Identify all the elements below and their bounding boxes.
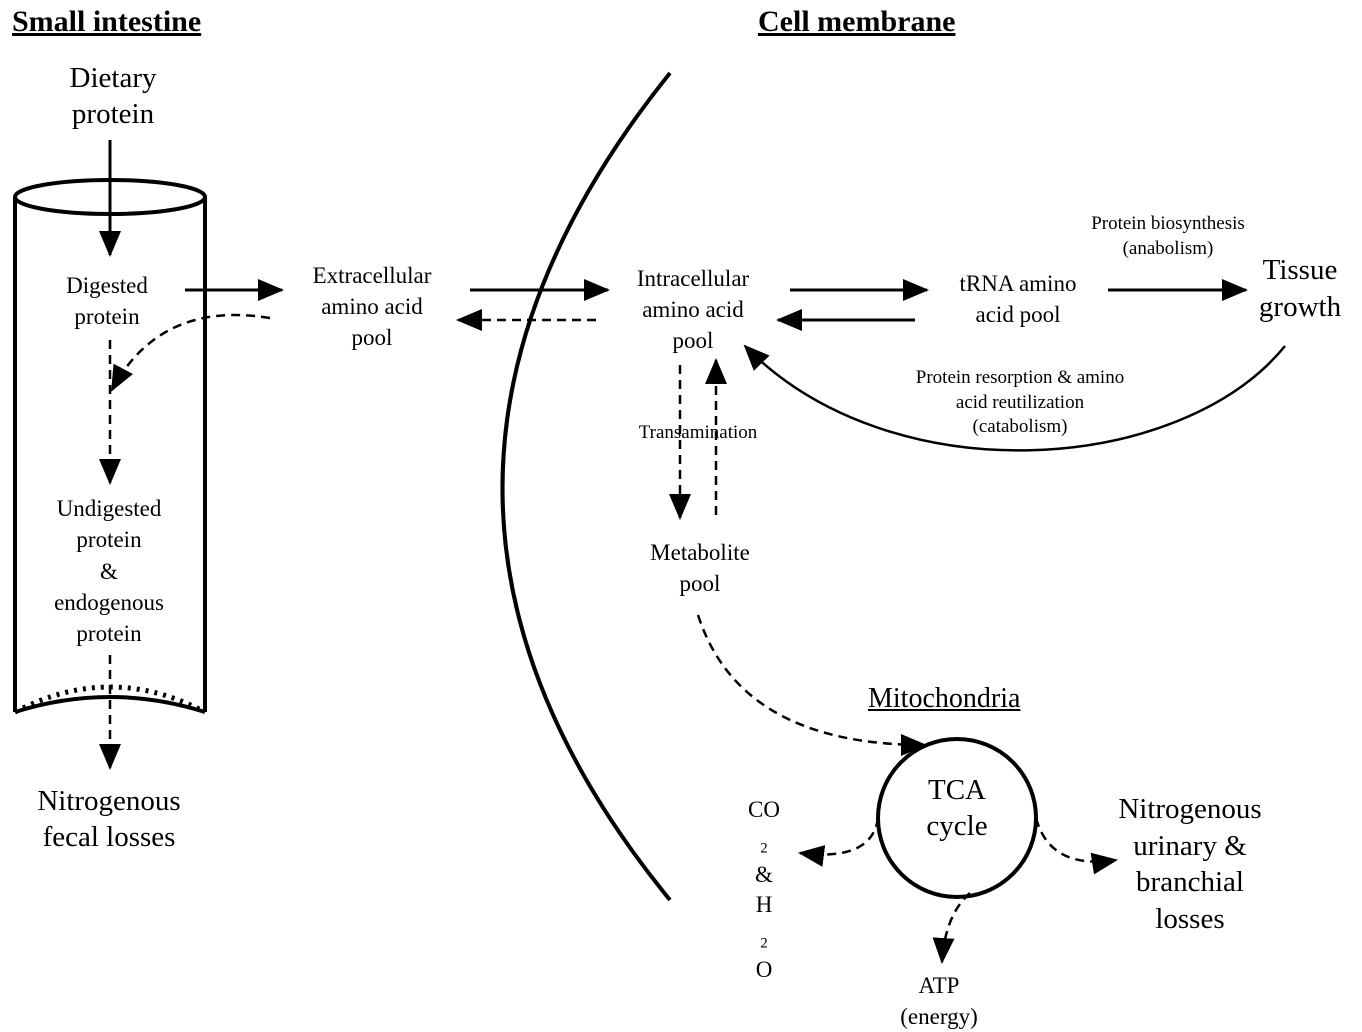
biosynthesis-annotation: Protein biosynthesis(anabolism)	[1091, 213, 1245, 259]
arrow-tca-to-urinary	[1034, 817, 1118, 875]
atp-label: ATP(energy)	[900, 973, 978, 1030]
cell-membrane-arc	[500, 71, 672, 902]
urinary-losses-label: Nitrogenous urinary & branchial losses	[1118, 793, 1262, 935]
arrow-tissue-to-intracellular	[743, 344, 1286, 452]
arrow-tca-to-atp	[932, 892, 971, 964]
extracellular-pool-label: Extracellular amino acid pool	[312, 263, 432, 351]
cell-membrane-heading: Cell membrane	[758, 5, 956, 38]
arrow-tca-to-co2	[798, 817, 880, 867]
intracellular-pool-label: Intracellular amino acid pool	[636, 266, 750, 354]
arrow-extracellular-to-gut	[110, 313, 271, 392]
mitochondria-heading: Mitochondria	[868, 683, 1021, 714]
small-intestine-heading: Small intestine	[12, 5, 202, 38]
undigested-protein-label: Undigested protein & endogenous protein	[54, 496, 164, 647]
transamination-annotation: Transamination	[638, 422, 758, 443]
resorption-annotation: Protein resorption & amino acid reutiliz…	[915, 367, 1125, 438]
arrow-metabolite-to-tca	[696, 614, 927, 756]
